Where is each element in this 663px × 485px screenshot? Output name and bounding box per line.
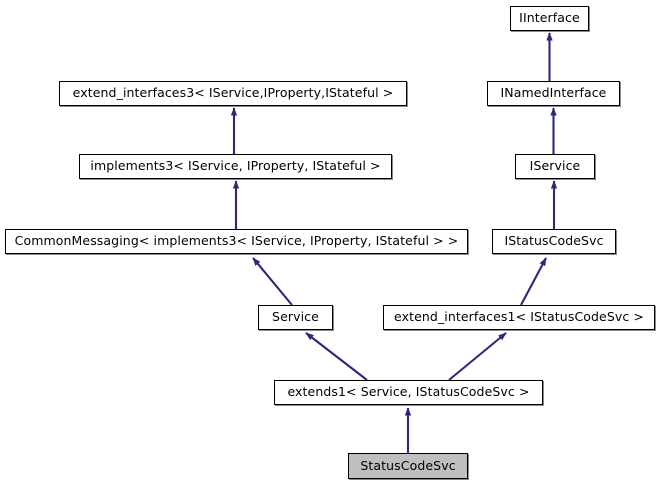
node-extend-interfaces1[interactable]: extend_interfaces1< IStatusCodeSvc > — [383, 305, 655, 330]
edge-extend-interfaces1-to-istatuscodesvc — [520, 257, 547, 306]
edge-service-to-commonmessaging — [252, 257, 293, 306]
node-implements3-label: implements3< IService, IProperty, IState… — [90, 158, 381, 174]
node-extend-interfaces1-label: extend_interfaces1< IStatusCodeSvc > — [394, 309, 644, 325]
edge-extends1-to-extend-interfaces1 — [448, 332, 507, 381]
node-iinterface-label: IInterface — [519, 10, 580, 26]
edge-extends1-to-service — [305, 332, 368, 381]
node-statuscodesvc-label: StatusCodeSvc — [360, 457, 456, 473]
node-service-label: Service — [272, 309, 319, 325]
node-iinterface[interactable]: IInterface — [510, 6, 589, 31]
node-extend-interfaces3-label: extend_interfaces3< IService,IProperty,I… — [72, 85, 394, 101]
node-inamedinterface-label: INamedInterface — [500, 85, 607, 101]
node-statuscodesvc[interactable]: StatusCodeSvc — [348, 453, 468, 479]
node-iservice-label: IService — [529, 158, 581, 174]
node-extend-interfaces3[interactable]: extend_interfaces3< IService,IProperty,I… — [59, 81, 407, 106]
node-commonmessaging-label: CommonMessaging< implements3< IService, … — [14, 233, 459, 249]
node-iservice[interactable]: IService — [515, 154, 595, 179]
node-extends1-label: extends1< Service, IStatusCodeSvc > — [287, 384, 530, 400]
node-istatuscodesvc[interactable]: IStatusCodeSvc — [492, 229, 616, 254]
node-implements3[interactable]: implements3< IService, IProperty, IState… — [79, 154, 392, 179]
node-inamedinterface[interactable]: INamedInterface — [487, 81, 620, 106]
node-istatuscodesvc-label: IStatusCodeSvc — [504, 233, 604, 249]
node-commonmessaging[interactable]: CommonMessaging< implements3< IService, … — [5, 229, 468, 254]
node-service[interactable]: Service — [258, 305, 333, 330]
node-extends1[interactable]: extends1< Service, IStatusCodeSvc > — [274, 380, 543, 405]
